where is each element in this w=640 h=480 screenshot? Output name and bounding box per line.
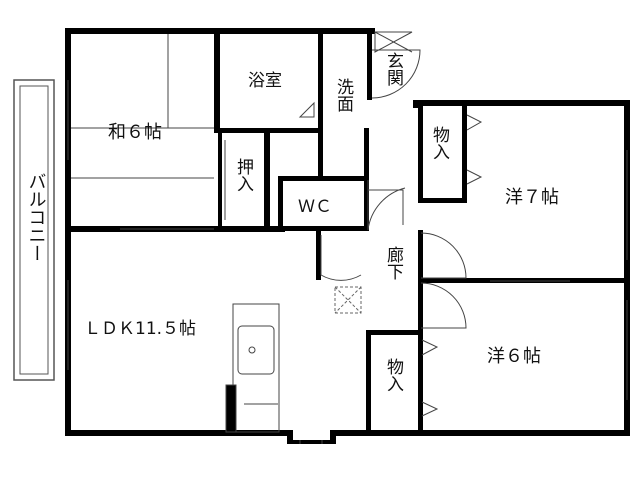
- kitchen-counter: [225, 303, 280, 433]
- room-label-storage-bottom: 物入: [383, 358, 404, 392]
- room-label-ldk: ＬＤＫ11.５帖: [84, 319, 196, 339]
- room-label-western-6: 洋６帖: [487, 346, 541, 367]
- room-label-oshiire: 押入: [233, 158, 254, 192]
- utility-box: [334, 286, 362, 314]
- room-label-washitsu: 和６帖: [108, 122, 162, 143]
- room-label-wc: ＷＣ: [298, 197, 332, 217]
- room-label-bathroom: 浴室: [248, 71, 282, 91]
- fixture-lines: [67, 34, 628, 444]
- room-label-storage-top: 物入: [429, 126, 450, 160]
- room-label-western-7: 洋７帖: [505, 187, 559, 208]
- balcony: [13, 79, 55, 381]
- room-label-hallway: 廊下: [383, 246, 404, 280]
- room-label-washroom: 洗面: [333, 78, 354, 112]
- room-label-balcony: バルコニー: [26, 172, 47, 262]
- door-swings: [298, 31, 483, 417]
- room-label-entrance: 玄関: [383, 52, 403, 86]
